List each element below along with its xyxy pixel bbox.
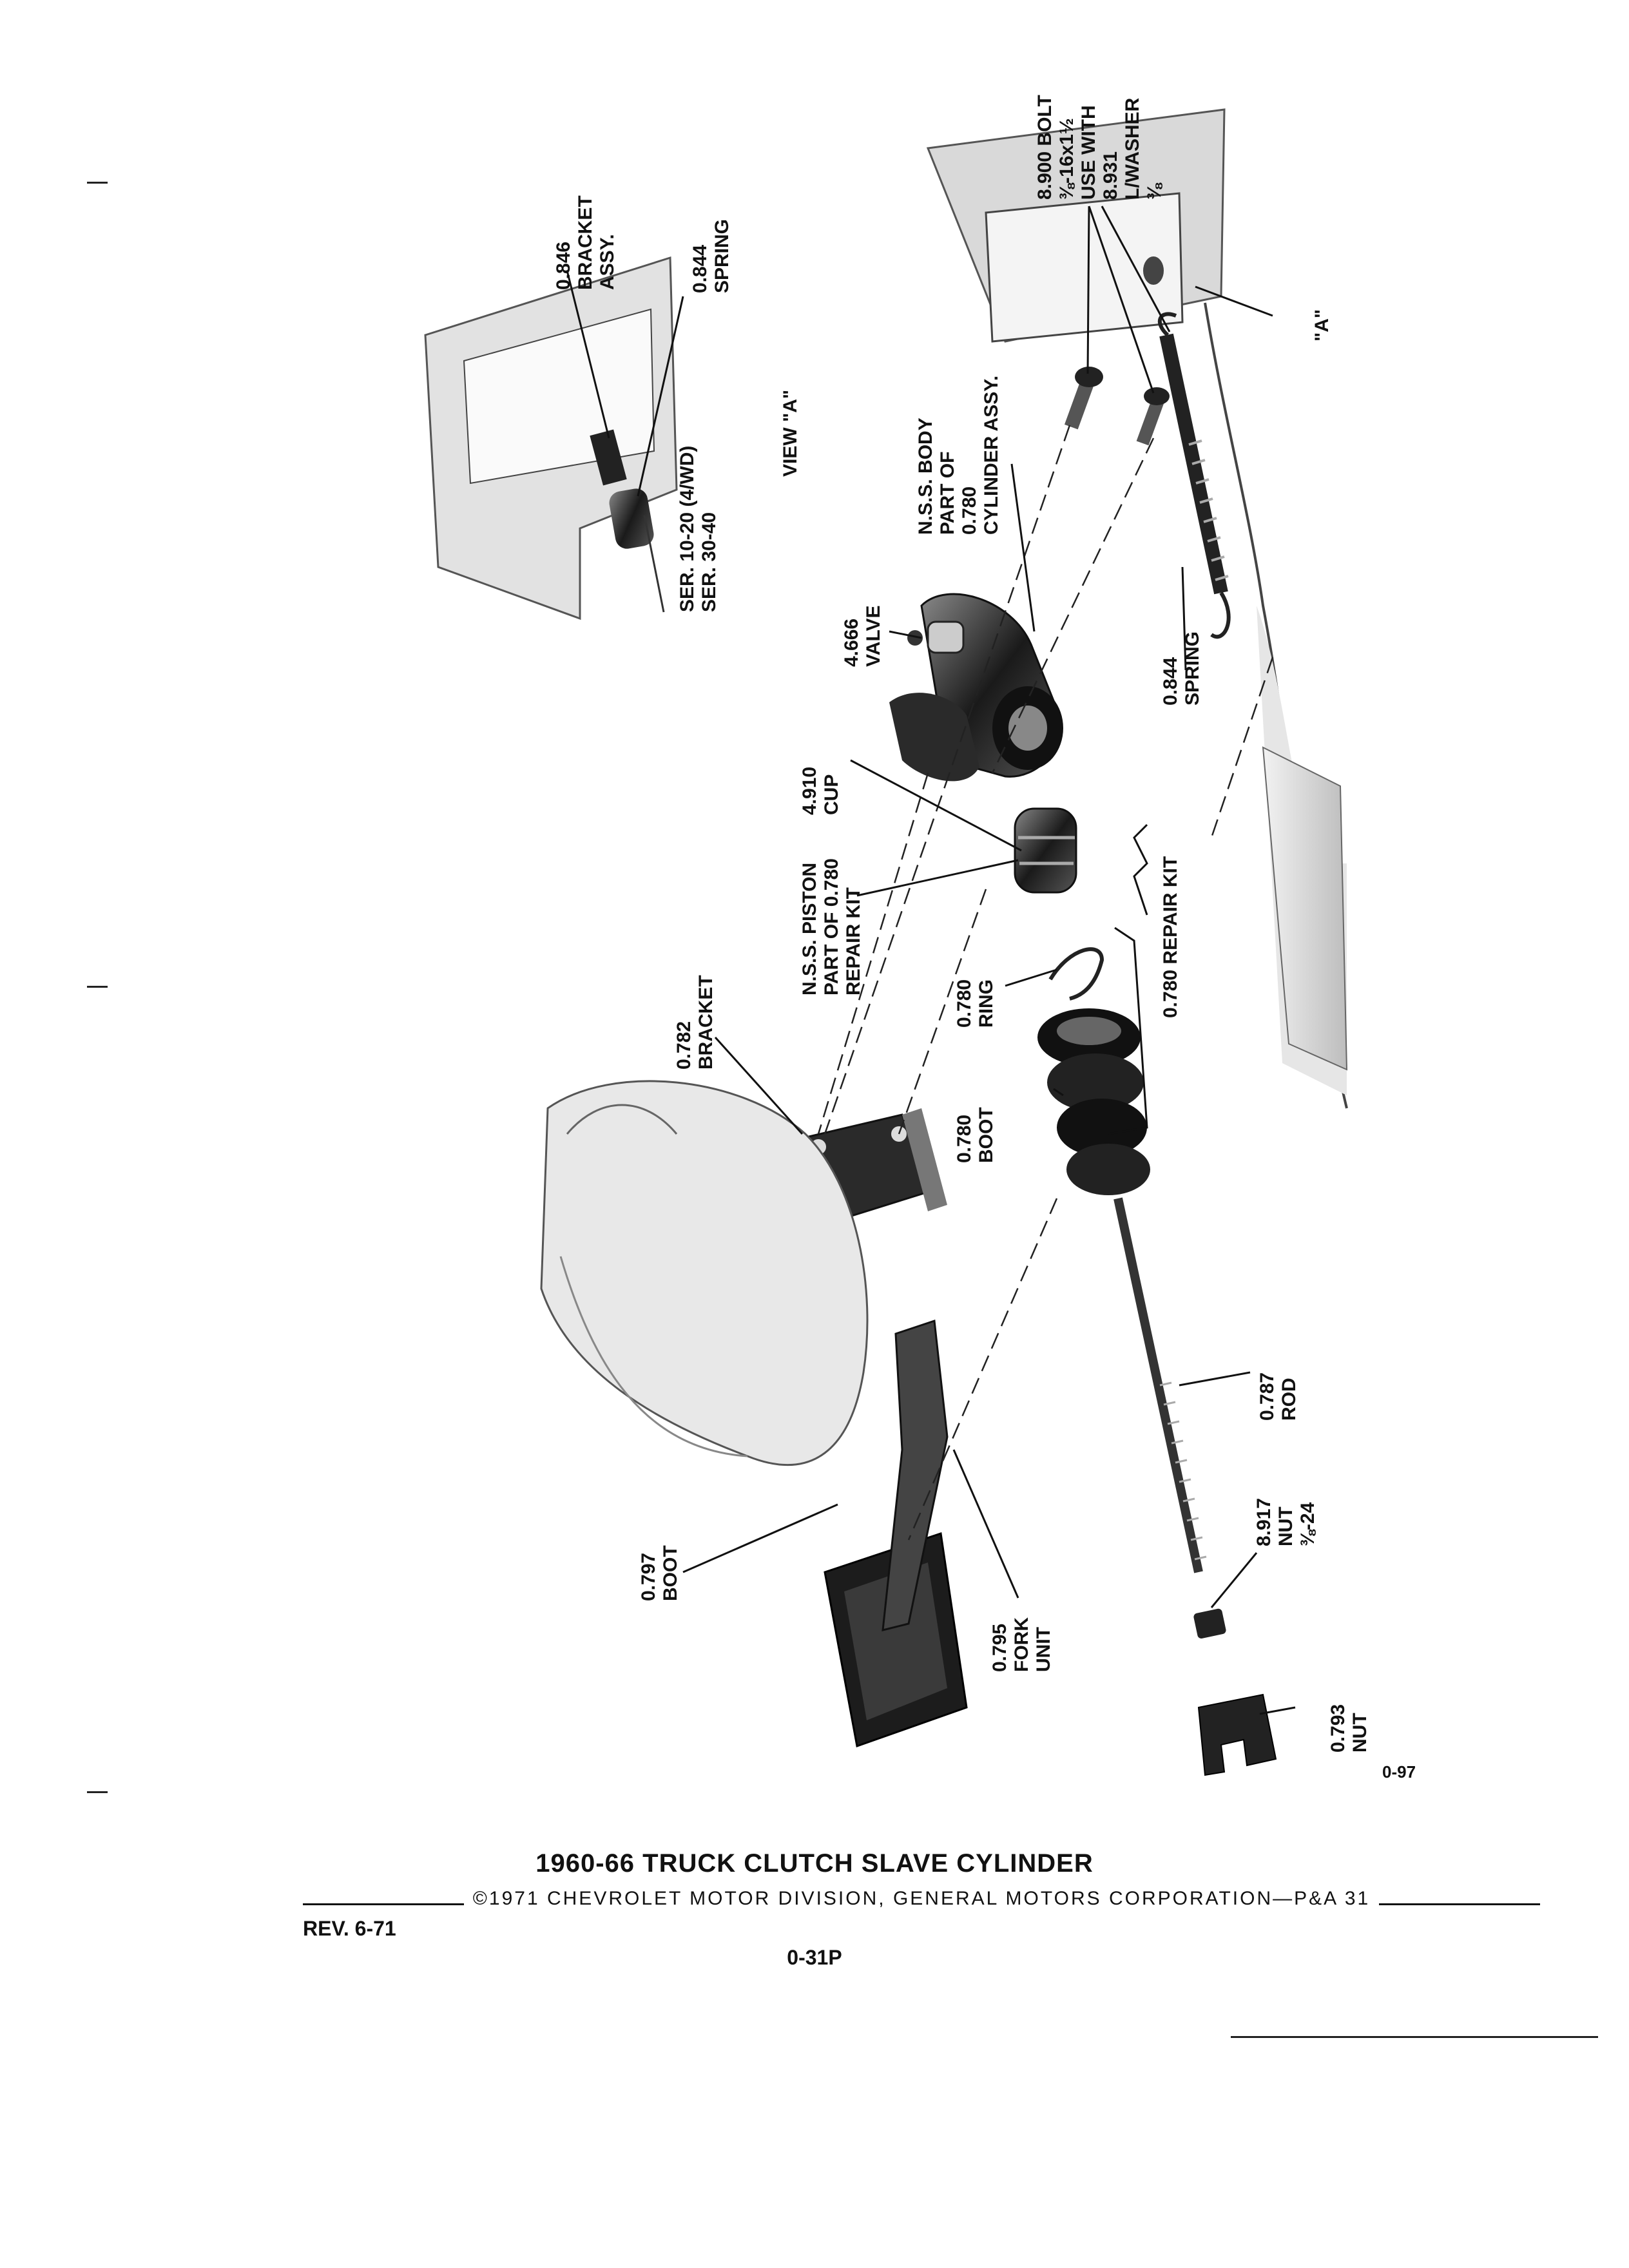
page-number: 0-31P [787, 1946, 842, 1969]
frame-rail [926, 108, 1348, 1109]
view-a-inset [424, 256, 678, 620]
assembly-lines [817, 425, 1274, 1541]
margin-mark [87, 182, 108, 184]
callout-series-note: SER. 10-20 (4/WD)SER. 30-40 [677, 445, 720, 612]
cylinder-boot [1037, 1008, 1150, 1195]
copyright-line: ©1971 CHEVROLET MOTOR DIVISION, GENERAL … [303, 1888, 1540, 1910]
bottom-rule [1231, 2036, 1598, 2038]
transmission-housing [540, 1080, 869, 1466]
callout-view-a-pointer: "A" [1311, 309, 1333, 341]
bolt-parts [1064, 367, 1170, 446]
push-rod [1113, 1197, 1207, 1573]
fork-and-boot [824, 1319, 968, 1747]
cylinder-body [889, 593, 1063, 782]
margin-mark [87, 1791, 108, 1793]
callout-repair-kit: 0.780 REPAIR KIT [1160, 856, 1181, 1018]
return-spring [1158, 312, 1231, 639]
copyright-text: ©1971 CHEVROLET MOTOR DIVISION, GENERAL … [472, 1888, 1371, 1909]
piston [1014, 807, 1077, 894]
copyright-rule-right [1379, 1903, 1540, 1905]
view-a-title: VIEW "A" [780, 389, 801, 477]
page-title: 1960-66 TRUCK CLUTCH SLAVE CYLINDER [535, 1849, 1094, 1878]
figure-number: 0-97 [1382, 1762, 1416, 1782]
margin-mark [87, 986, 108, 988]
revision-label: REV. 6-71 [303, 1917, 396, 1940]
end-nut [1197, 1693, 1277, 1776]
copyright-rule-left [303, 1903, 464, 1905]
leader-lines [566, 206, 1296, 1715]
rod-nut [1193, 1608, 1226, 1639]
retaining-ring [1048, 947, 1104, 1001]
